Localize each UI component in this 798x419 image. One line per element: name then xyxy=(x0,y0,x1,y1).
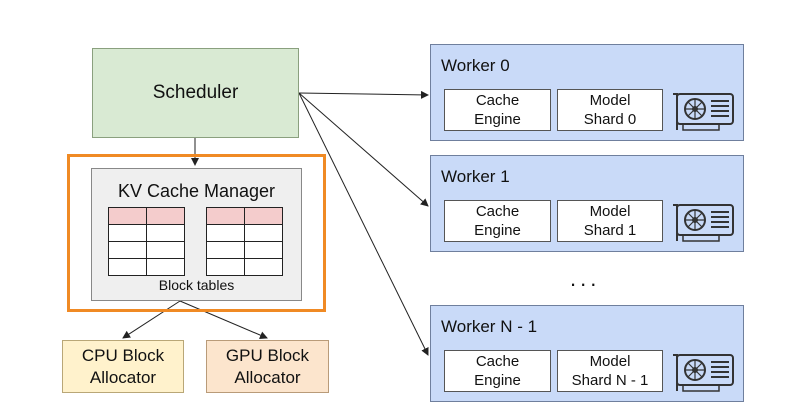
model-shard-line2: Shard N - 1 xyxy=(571,372,649,389)
model-shard-line1: Model xyxy=(589,353,631,370)
model-shard-line1: Model xyxy=(589,203,631,220)
kv-cache-manager-title: KV Cache Manager xyxy=(117,181,276,201)
worker-title: Worker N - 1 xyxy=(441,317,538,336)
scheduler-label: Scheduler xyxy=(152,82,239,103)
gpu-alloc-line2: Allocator xyxy=(234,367,301,387)
model-shard-line2: Shard 1 xyxy=(583,222,637,239)
block-tables-label: Block tables xyxy=(158,277,235,293)
model-shard-line2: Shard 0 xyxy=(583,111,637,128)
block-table xyxy=(206,207,283,276)
arrow-scheduler-to-worker-n xyxy=(298,92,429,356)
gpu-card-icon xyxy=(673,354,734,392)
cpu-alloc-line1: CPU Block xyxy=(81,345,165,365)
block-table xyxy=(108,207,185,276)
cache-engine-line1: Cache xyxy=(475,203,520,220)
model-shard-line1: Model xyxy=(589,92,631,109)
cache-engine-line1: Cache xyxy=(475,92,520,109)
worker-title: Worker 0 xyxy=(441,56,510,75)
arrow-kv-to-cpu xyxy=(122,300,181,339)
gpu-alloc-line1: GPU Block xyxy=(225,345,310,365)
cpu-alloc-line2: Allocator xyxy=(89,367,157,387)
scheduler-box: Scheduler xyxy=(92,48,299,138)
arrow-scheduler-to-worker-0 xyxy=(298,90,429,99)
arrow-kv-to-gpu xyxy=(179,300,268,339)
kv-highlight-frame xyxy=(67,154,326,312)
cache-engine-line1: Cache xyxy=(475,353,520,370)
cache-engine-line2: Engine xyxy=(474,111,521,128)
ellipsis: ... xyxy=(570,266,601,291)
arrow-scheduler-to-worker-1 xyxy=(298,92,429,207)
cache-engine-line2: Engine xyxy=(474,372,521,389)
gpu-card-icon xyxy=(673,204,734,242)
cache-engine-line2: Engine xyxy=(474,222,521,239)
kv-cache-manager-box: KV Cache Manager Block tables xyxy=(91,168,302,301)
worker-title: Worker 1 xyxy=(441,167,510,186)
gpu-card-icon xyxy=(673,93,734,131)
